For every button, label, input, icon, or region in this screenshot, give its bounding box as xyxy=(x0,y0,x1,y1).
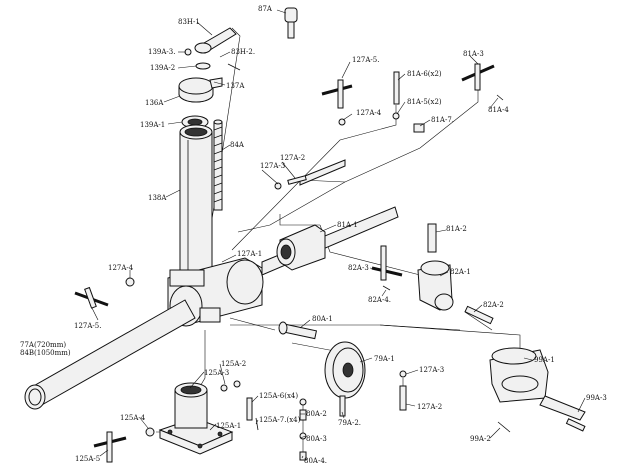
part-139A-2 xyxy=(195,62,211,70)
part-138A-column xyxy=(179,124,213,278)
part-83H-1-lever xyxy=(194,27,237,54)
label-77A: 77A(720mm) xyxy=(20,341,66,349)
label-81A-3: 81A-3 xyxy=(463,50,484,58)
label-81A-6: 81A-6(x2) xyxy=(407,70,442,78)
part-79A-1-handwheel xyxy=(324,341,366,417)
part-labels: 87A 83H-1 139A-3. 83H-2. 139A-2 137A 136… xyxy=(20,5,607,465)
label-127A-2: 127A-2 xyxy=(280,154,305,162)
label-127A-4-top: 127A-4 xyxy=(356,109,382,117)
label-80A-3: 80A-3 xyxy=(306,435,327,443)
part-80A-stack xyxy=(299,398,307,461)
part-87A xyxy=(284,7,298,39)
column-assembly xyxy=(178,7,298,278)
part-81A-3 xyxy=(461,63,504,101)
label-125A-3: 125A-3 xyxy=(204,369,229,377)
part-81A-1-block xyxy=(276,224,326,271)
label-81A-4: 81A-4 xyxy=(488,106,509,114)
label-139A-3: 139A-3. xyxy=(148,48,175,56)
label-125A-7: 125A-7.(x4) xyxy=(259,416,301,424)
part-127A-5-left xyxy=(74,277,135,309)
part-77A-arm xyxy=(24,299,196,410)
label-125A-2: 125A-2 xyxy=(221,360,246,368)
label-83H-2: 83H-2. xyxy=(231,48,255,56)
label-125A-4: 125A-4 xyxy=(120,414,146,422)
label-125A-6: 125A-6(x4) xyxy=(259,392,298,400)
label-80A-1: 80A-1 xyxy=(312,315,333,323)
label-127A-4: 127A-4 xyxy=(108,264,134,272)
label-99A-1: 99A-1 xyxy=(534,356,555,364)
label-81A-7: 81A-7. xyxy=(431,116,454,124)
label-139A-1: 139A-1 xyxy=(140,121,165,129)
label-127A-3-lower: 127A-3 xyxy=(419,366,444,374)
label-127A-5: 127A-5. xyxy=(74,322,101,330)
label-127A-2-lower: 127A-2 xyxy=(417,403,442,411)
part-84A-rod xyxy=(213,119,223,211)
part-125A-5 xyxy=(93,427,155,463)
part-127A-2-bolt xyxy=(274,175,307,190)
label-138A: 138A xyxy=(148,194,167,202)
part-127A-lower-bolt xyxy=(399,370,407,411)
label-125A-5: 125A-5 xyxy=(75,455,100,463)
label-83H-1: 83H-1 xyxy=(178,18,200,26)
label-87A: 87A xyxy=(258,5,273,13)
part-80A-1 xyxy=(278,321,318,340)
part-136A-cap xyxy=(178,77,223,103)
part-81A-6 xyxy=(392,71,425,133)
part-125A-screws xyxy=(220,380,259,431)
label-79A-2: 79A-2. xyxy=(338,419,361,427)
label-79A-1: 79A-1 xyxy=(374,355,395,363)
label-84B: 84B(1050mm) xyxy=(20,349,71,357)
label-82A-1: 82A-1 xyxy=(450,268,471,276)
label-136A: 136A xyxy=(145,99,164,107)
label-84A: 84A xyxy=(230,141,245,149)
part-82A-elbow xyxy=(371,223,454,311)
label-80A-2: 80A-2 xyxy=(306,410,327,418)
label-127A-1: 127A-1 xyxy=(237,250,262,258)
part-99A-clamp xyxy=(489,347,586,433)
label-81A-2: 81A-2 xyxy=(446,225,467,233)
leader-lines xyxy=(91,9,586,459)
part-125A-1-base xyxy=(158,382,234,455)
label-82A-4: 82A-4. xyxy=(368,296,391,304)
label-127A-5-top: 127A-5. xyxy=(352,56,379,64)
label-81A-5: 81A-5(x2) xyxy=(407,98,442,106)
label-125A-1: 125A-1 xyxy=(216,422,241,430)
label-137A: 137A xyxy=(226,82,245,90)
label-80A-4: 80A-4. xyxy=(304,457,327,465)
label-127A-3: 127A-3 xyxy=(260,162,285,170)
label-81A-1: 81A-1 xyxy=(337,221,358,229)
label-99A-3: 99A-3 xyxy=(586,394,607,402)
label-139A-2: 139A-2 xyxy=(150,64,175,72)
part-127A-5-top xyxy=(321,79,353,126)
label-99A-2: 99A-2 xyxy=(470,435,491,443)
part-82A-2 xyxy=(464,305,494,325)
label-82A-2: 82A-2 xyxy=(483,301,504,309)
part-83H-2 xyxy=(227,63,241,71)
label-82A-3: 82A-3 xyxy=(348,264,369,272)
